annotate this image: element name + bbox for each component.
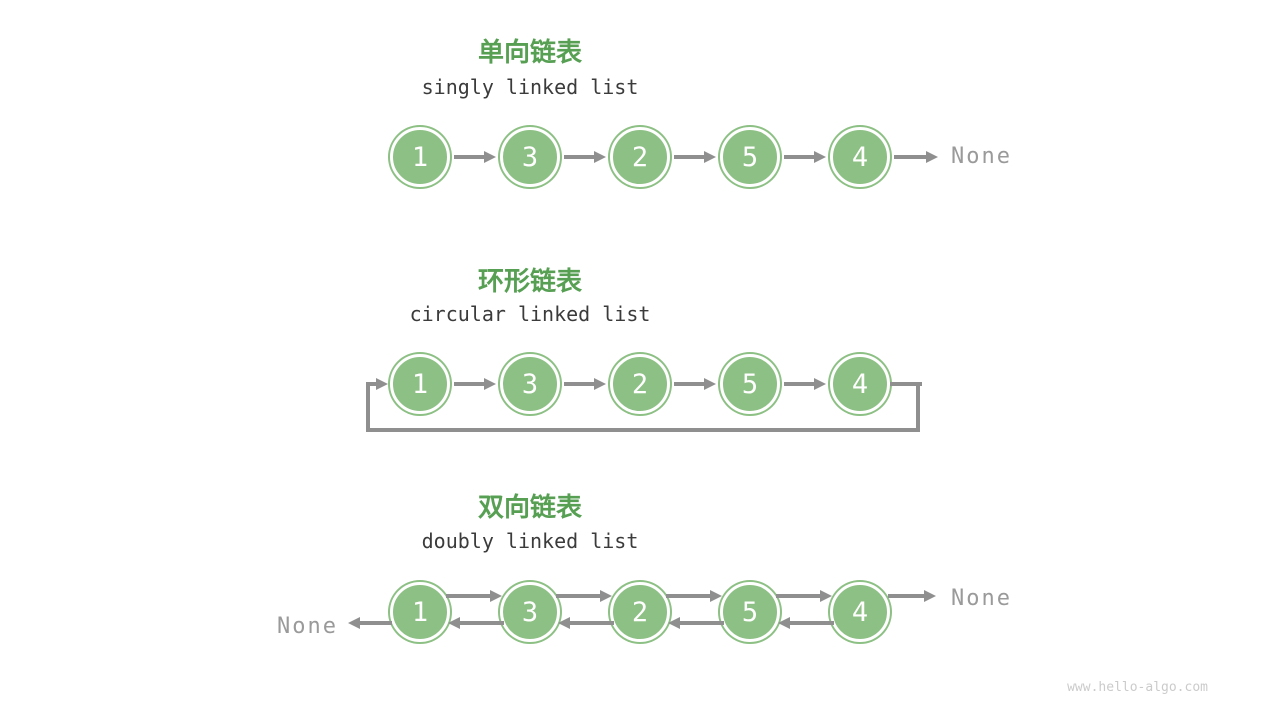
none-label-singly-tail: None	[951, 144, 1012, 169]
node-value: 2	[631, 141, 649, 173]
next-arrow-head	[484, 378, 496, 390]
list-node: 3	[500, 354, 560, 414]
list-node: 2	[610, 127, 670, 187]
node-value: 1	[411, 368, 429, 400]
next-arrow-shaft	[446, 594, 491, 598]
list-node: 2	[610, 354, 670, 414]
head-none-arrow-head	[348, 617, 360, 629]
prev-arrow-head	[668, 617, 680, 629]
watermark: www.hello-algo.com	[1067, 680, 1208, 695]
next-arrow-head	[600, 590, 612, 602]
next-arrow-head	[490, 590, 502, 602]
node-value: 2	[631, 368, 649, 400]
prev-arrow-head	[778, 617, 790, 629]
list-node: 4	[830, 127, 890, 187]
next-arrow-shaft	[564, 155, 595, 159]
node-value: 1	[411, 141, 429, 173]
list-node: 3	[500, 127, 560, 187]
node-value: 4	[851, 368, 869, 400]
next-arrow-shaft	[454, 382, 485, 386]
next-arrow-head	[704, 378, 716, 390]
next-arrow-head	[484, 151, 496, 163]
next-arrow-shaft	[666, 594, 711, 598]
prev-arrow-shaft	[569, 621, 614, 625]
none-label-doubly-head: None	[277, 614, 338, 639]
section-title-circular: 环形链表	[477, 266, 582, 296]
next-arrow-shaft	[674, 155, 705, 159]
next-arrow-head	[814, 151, 826, 163]
tail-none-arrow-shaft	[894, 155, 927, 159]
list-node: 1	[390, 127, 450, 187]
next-arrow-shaft	[454, 155, 485, 159]
next-arrow-head	[814, 378, 826, 390]
node-value: 4	[851, 141, 869, 173]
section-subtitle-circular: circular linked list	[409, 302, 651, 326]
prev-arrow-shaft	[679, 621, 724, 625]
next-arrow-shaft	[674, 382, 705, 386]
next-arrow-shaft	[784, 382, 815, 386]
next-arrow-head	[594, 378, 606, 390]
node-value: 5	[741, 141, 759, 173]
next-arrow-shaft	[556, 594, 601, 598]
none-label-doubly-tail: None	[951, 586, 1012, 611]
tail-none-arrow-shaft	[888, 594, 925, 598]
node-value: 3	[521, 368, 539, 400]
node-value: 3	[521, 596, 539, 628]
node-value: 2	[631, 596, 649, 628]
node-value: 3	[521, 141, 539, 173]
next-arrow-head	[820, 590, 832, 602]
section-title-singly: 单向链表	[477, 37, 582, 67]
node-value: 5	[741, 596, 759, 628]
next-arrow-shaft	[776, 594, 821, 598]
head-none-arrow-shaft	[359, 621, 392, 625]
tail-none-arrow-head	[924, 590, 936, 602]
prev-arrow-shaft	[789, 621, 834, 625]
loop-arrow-head	[376, 378, 388, 390]
section-subtitle-singly: singly linked list	[421, 75, 639, 99]
tail-none-arrow-head	[926, 151, 938, 163]
list-node: 5	[720, 127, 780, 187]
circular-loop	[366, 382, 920, 432]
prev-arrow-head	[448, 617, 460, 629]
list-node: 4	[830, 582, 890, 642]
prev-arrow-head	[558, 617, 570, 629]
section-title-doubly: 双向链表	[477, 492, 582, 522]
list-node: 1	[390, 582, 450, 642]
node-value: 5	[741, 368, 759, 400]
section-subtitle-doubly: doubly linked list	[421, 529, 639, 553]
list-node: 5	[720, 354, 780, 414]
node-value: 4	[851, 596, 869, 628]
next-arrow-shaft	[564, 382, 595, 386]
next-arrow-shaft	[784, 155, 815, 159]
list-node: 1	[390, 354, 450, 414]
loop-connector	[890, 382, 922, 386]
next-arrow-head	[710, 590, 722, 602]
list-node: 2	[610, 582, 670, 642]
list-node: 4	[830, 354, 890, 414]
prev-arrow-shaft	[459, 621, 504, 625]
list-node: 3	[500, 582, 560, 642]
next-arrow-head	[704, 151, 716, 163]
next-arrow-head	[594, 151, 606, 163]
list-node: 5	[720, 582, 780, 642]
loop-arrow-shaft	[366, 382, 378, 386]
node-value: 1	[411, 596, 429, 628]
